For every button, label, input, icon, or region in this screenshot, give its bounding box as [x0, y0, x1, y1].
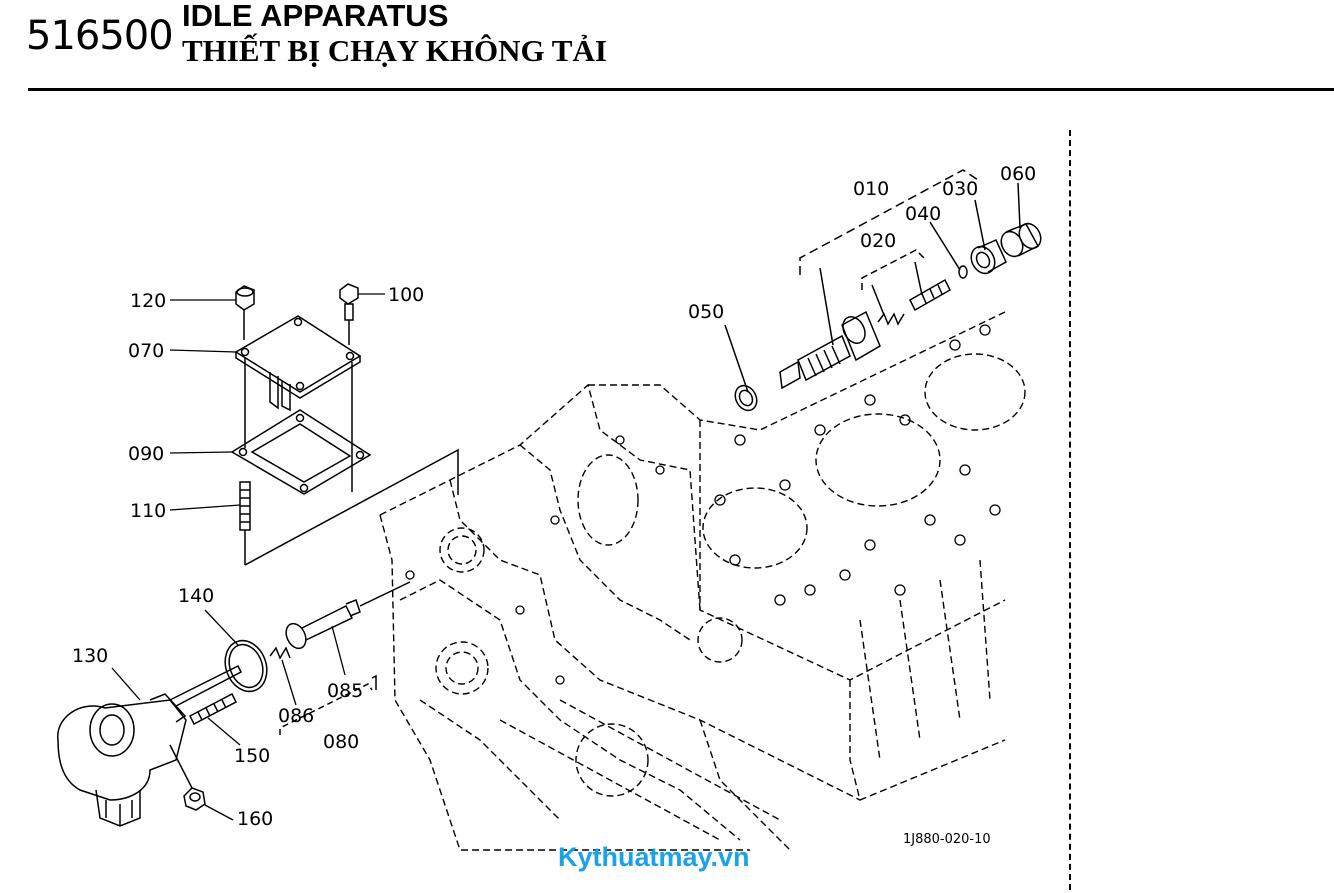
- label-090: 090: [128, 443, 164, 465]
- label-120: 120: [130, 290, 166, 312]
- engine-block: [379, 311, 1026, 851]
- title-english: IDLE APPARATUS: [182, 0, 449, 33]
- cover-plate-assembly: [230, 283, 459, 566]
- label-100: 100: [388, 284, 424, 306]
- label-030: 030: [942, 178, 978, 200]
- deck-bolt-holes: [405, 324, 1001, 685]
- header-rule: [28, 88, 1334, 91]
- valve-assembly-010: [724, 169, 1042, 412]
- label-160: 160: [237, 808, 273, 830]
- leader-lines: [111, 293, 385, 821]
- label-086: 086: [278, 705, 314, 727]
- actuator-assembly: [57, 581, 411, 827]
- label-060: 060: [1000, 163, 1036, 185]
- label-110: 110: [130, 500, 166, 522]
- page-divider: [1069, 130, 1071, 890]
- label-080: 080: [323, 731, 359, 753]
- label-150: 150: [234, 745, 270, 767]
- diagram-reference-code: 1J880-020-10: [903, 832, 991, 847]
- watermark: Kythuatmay.vn: [558, 842, 750, 872]
- label-070: 070: [128, 340, 164, 362]
- label-085: 085: [327, 680, 363, 702]
- label-010: 010: [853, 178, 889, 200]
- group-code: 516500: [26, 13, 174, 59]
- label-140: 140: [178, 585, 214, 607]
- label-050: 050: [688, 301, 724, 323]
- label-040: 040: [905, 203, 941, 225]
- title-vietnamese: THIẾT BỊ CHẠY KHÔNG TẢI: [182, 33, 607, 68]
- label-130: 130: [72, 645, 108, 667]
- label-020: 020: [860, 230, 896, 252]
